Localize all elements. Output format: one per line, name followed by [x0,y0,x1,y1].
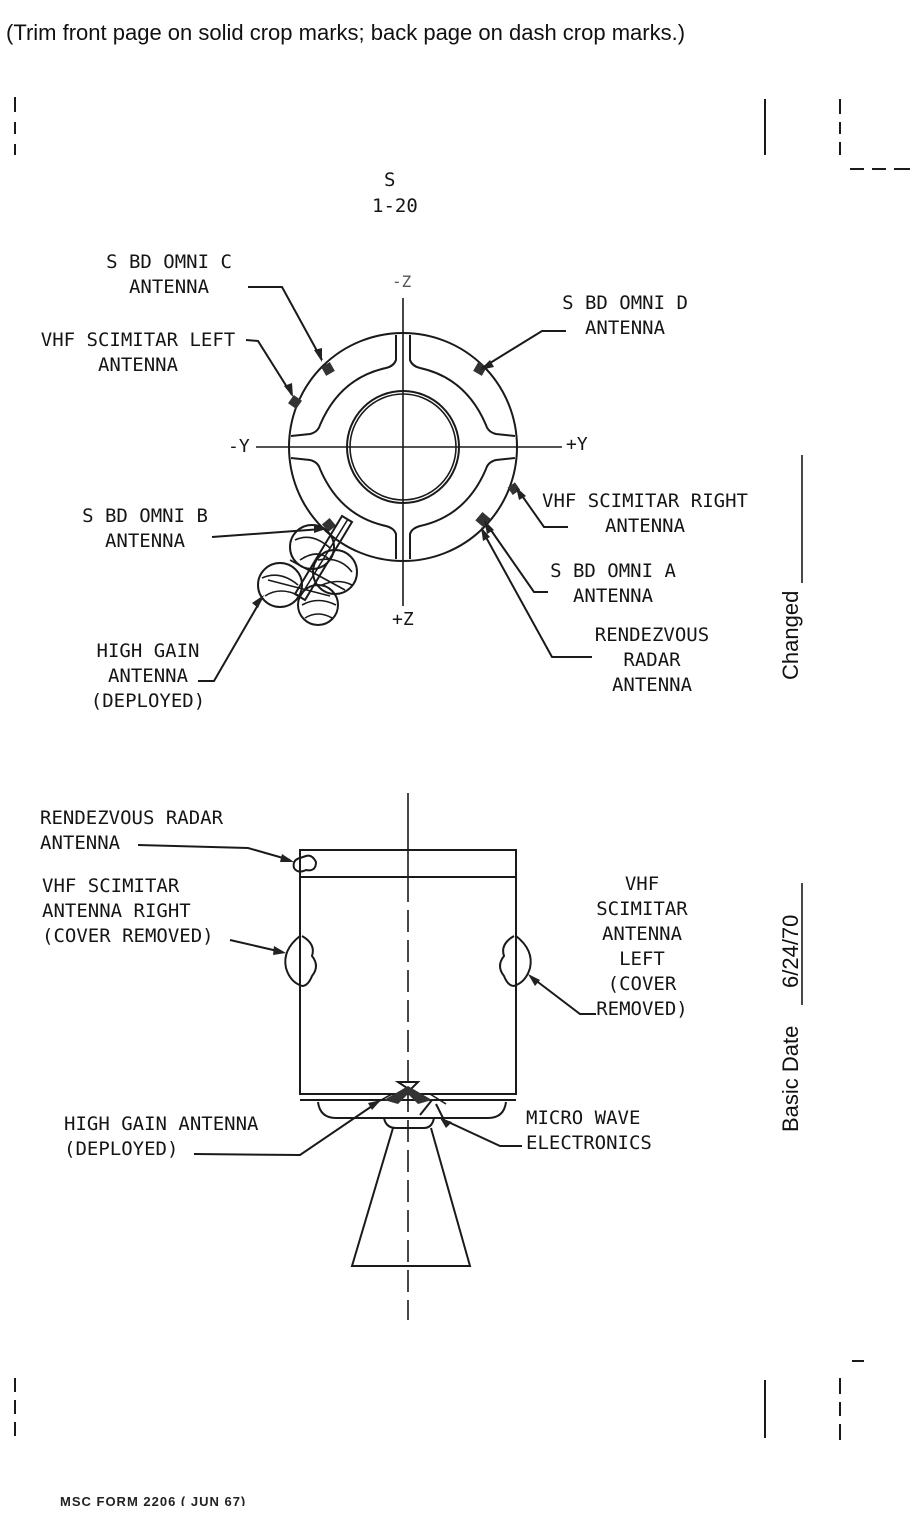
label-line: ANTENNA [107,665,189,687]
label-line: ANTENNA [604,515,686,537]
label-line: VHF [624,873,660,895]
label-high-gain: HIGH GAIN ANTENNA (DEPLOYED) [80,639,216,714]
axis-label-minus-z: -Z [392,272,412,291]
label-side-rendezvous: RENDEZVOUS RADAR ANTENNA [40,806,223,856]
side-view [137,793,596,1320]
label-side-microwave: MICRO WAVE ELECTRONICS [526,1106,652,1156]
basic-date-label: Basic Date [778,1025,803,1132]
label-line: (COVER [607,973,677,995]
label-side-vhf-right: VHF SCIMITAR ANTENNA RIGHT (COVER REMOVE… [42,874,214,949]
label-omni-d: S BD OMNI D ANTENNA [552,291,698,341]
label-line: RENDEZVOUS RADAR [40,807,224,829]
label-line: SCIMITAR [596,898,688,920]
nozzle-throat [383,1117,435,1129]
axis-label-plus-y: +Y [566,434,588,455]
label-line: ANTENNA [611,674,693,696]
label-line: ANTENNA [40,832,121,854]
label-omni-a: S BD OMNI A ANTENNA [540,559,686,609]
high-gain-antenna-end-view [257,514,358,626]
microwave-side-leader [419,1099,522,1147]
label-line: ANTENNA [584,317,666,339]
label-line: LEFT [619,948,665,970]
base-skirt [317,1101,507,1119]
form-id: MSC FORM 2206 ( JUN 67) [60,1494,247,1506]
label-line: ANTENNA [572,585,654,607]
label-line: ELECTRONICS [526,1132,652,1154]
label-line: ANTENNA [601,923,683,945]
vhf-left-side-leader [529,975,596,1015]
label-line: S BD OMNI D [562,292,688,314]
axis-label-plus-z: +Z [392,609,414,630]
high-gain-leader [198,597,263,682]
label-line: MICRO WAVE [526,1107,641,1129]
trim-instruction: (Trim front page on solid crop marks; ba… [6,20,686,45]
segment-upper-left [290,335,397,437]
vhf-right-marker [507,482,521,495]
crop-marks [14,97,910,1440]
label-line: S BD OMNI B [82,505,208,527]
inner-tube-inner [349,393,457,501]
label-line: (DEPLOYED) [90,690,206,712]
label-rendezvous-radar: RENDEZVOUS RADAR ANTENNA [590,623,714,698]
label-line: (DEPLOYED) [64,1138,179,1160]
rendezvous-side-leader [137,844,291,861]
label-line: HIGH GAIN ANTENNA [64,1113,259,1135]
label-vhf-left: VHF SCIMITAR LEFT ANTENNA [30,328,246,378]
label-line: HIGH GAIN [96,640,200,662]
label-side-high-gain: HIGH GAIN ANTENNA (DEPLOYED) [64,1112,258,1162]
high-gain-side-leader [193,1101,379,1157]
omni-b-leader [211,528,323,538]
microwave-electronics [384,1086,432,1104]
axis-label-minus-y: -Y [228,436,250,457]
omni-c-marker [321,362,335,376]
label-line: (COVER REMOVED) [42,925,214,947]
label-omni-b: S BD OMNI B ANTENNA [72,504,218,554]
vhf-right-side-leader [229,939,283,953]
label-line: ANTENNA [97,354,179,376]
rendezvous-leader [481,529,592,658]
vhf-right-leader [517,489,568,528]
omni-a-leader [485,522,548,593]
vhf-left-cover [499,935,515,987]
label-line: REMOVED) [596,998,688,1020]
label-line: RADAR [623,649,681,671]
vhf-right-cover [301,935,317,987]
outer-ring [288,332,518,562]
segment-lower-right [409,457,516,559]
omni-d-marker [473,362,487,376]
engine-nozzle [350,1127,472,1267]
label-line: RENDEZVOUS [594,624,710,646]
label-line: VHF SCIMITAR [42,875,180,897]
inner-tube [346,390,460,504]
vhf-left-leader [245,339,293,396]
omni-d-leader [481,330,566,369]
label-vhf-right: VHF SCIMITAR RIGHT ANTENNA [530,489,760,539]
segment-upper-right [409,335,516,437]
vhf-right-scimitar-side [284,935,303,987]
label-line: ANTENNA [128,276,210,298]
omni-c-leader [248,286,323,361]
vhf-left-scimitar-side [513,935,532,987]
page-section: S [384,169,396,191]
label-line: ANTENNA [104,530,186,552]
label-line: VHF SCIMITAR RIGHT [542,490,748,512]
label-line: S BD OMNI A [550,560,676,582]
label-line: ANTENNA RIGHT [42,900,191,922]
basic-date-value: 6/24/70 [778,914,803,988]
vhf-left-marker [288,395,302,409]
label-line: S BD OMNI C [106,251,232,273]
microwave-cap [394,1081,421,1092]
label-side-vhf-left: VHF SCIMITAR ANTENNA LEFT (COVER REMOVED… [584,872,700,1022]
label-line: VHF SCIMITAR LEFT [40,329,236,351]
changed-label: Changed [778,590,803,680]
page-number: 1-20 [372,195,418,217]
rendezvous-radar-antenna-side [292,854,318,873]
label-omni-c: S BD OMNI C ANTENNA [96,250,242,300]
end-view [198,286,592,682]
segment-lower-left [290,457,397,559]
